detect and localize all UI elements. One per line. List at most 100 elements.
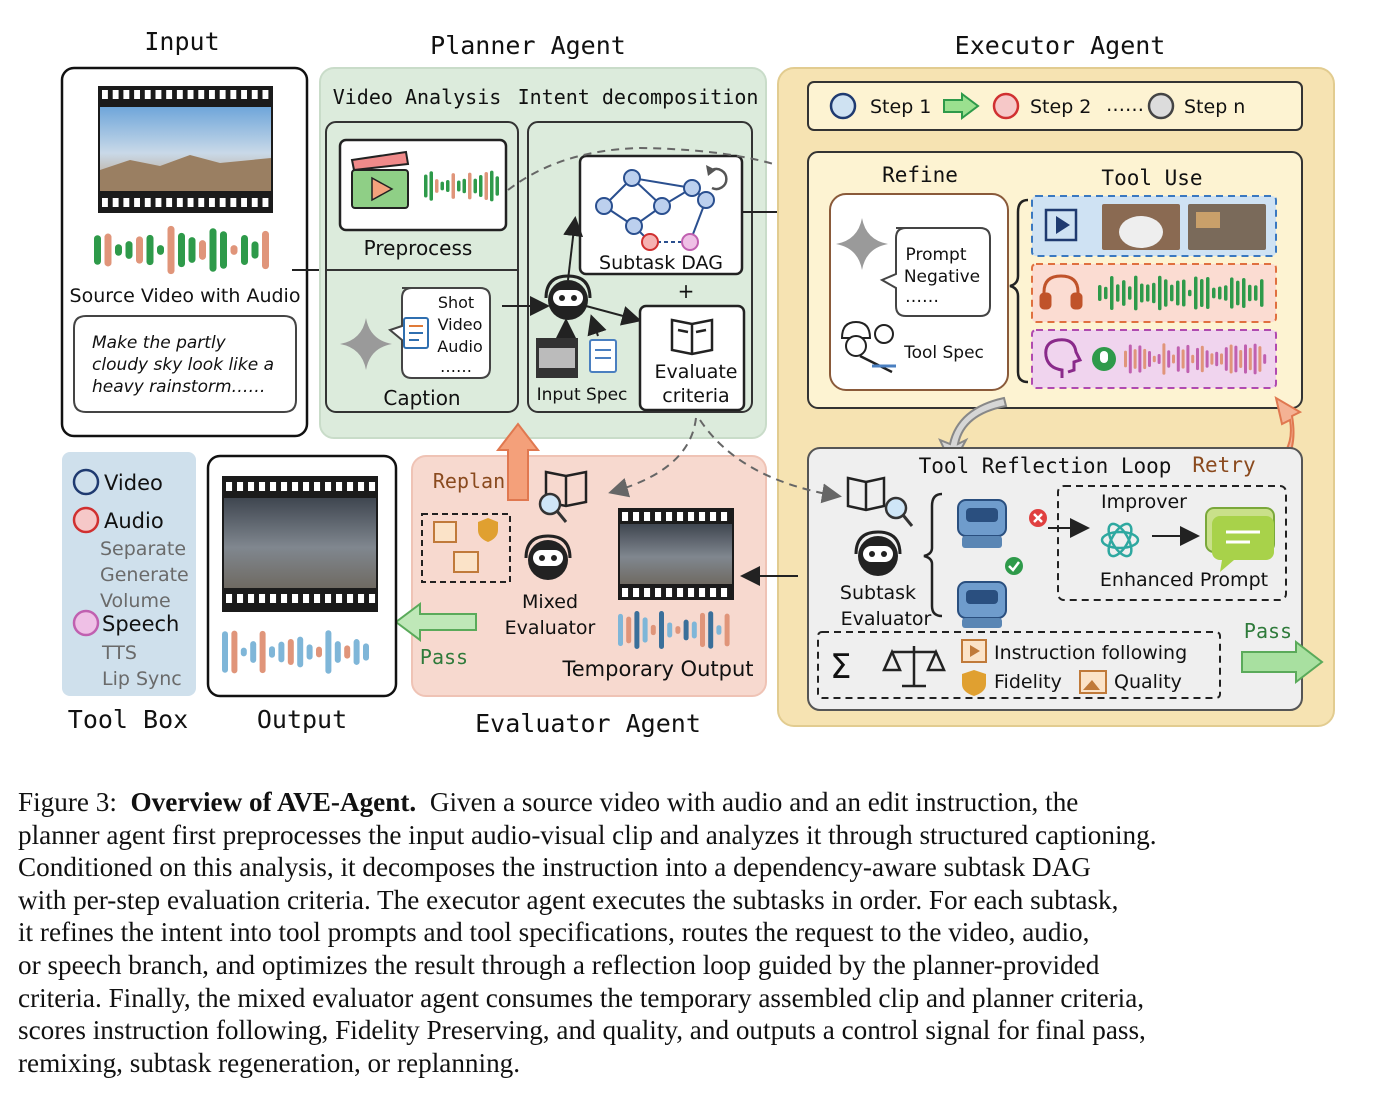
film-sprocket bbox=[198, 90, 205, 99]
temporary-output-thumbnail bbox=[618, 508, 734, 600]
film-sprocket bbox=[230, 90, 237, 99]
waveform-bar bbox=[618, 613, 623, 647]
robot-to-dag-arrow bbox=[563, 216, 584, 281]
waveform-bar bbox=[1239, 350, 1243, 368]
executor-pass-arrow bbox=[1241, 639, 1324, 685]
waveform-bar bbox=[316, 646, 322, 658]
film-sprocket bbox=[303, 594, 310, 603]
waveform-bar bbox=[1191, 354, 1195, 364]
waveform-bar bbox=[708, 611, 714, 649]
film-sprocket bbox=[292, 594, 299, 603]
sigma-symbol: Σ bbox=[830, 647, 851, 687]
video-analysis-box bbox=[325, 121, 519, 413]
waveform-bar bbox=[1134, 275, 1138, 311]
waveform-bar bbox=[1210, 353, 1214, 365]
waveform-bar bbox=[716, 625, 722, 635]
waveform-bar bbox=[484, 172, 488, 200]
film-sprocket bbox=[123, 90, 130, 99]
edit-instruction-bubble: Make the partly cloudy sky look like a h… bbox=[73, 315, 297, 413]
improver-label: Improver bbox=[1101, 491, 1187, 513]
film-sprocket bbox=[666, 512, 673, 521]
tool-use-title: Tool Use bbox=[1101, 166, 1202, 190]
caption-item-video: Video bbox=[438, 315, 483, 334]
toolbox-audio-label: Audio bbox=[104, 509, 164, 533]
waveform-bar bbox=[675, 626, 681, 634]
subtask-evaluator-robot-icon bbox=[854, 530, 902, 576]
waveform-bar bbox=[1218, 286, 1222, 300]
film-sprocket bbox=[112, 90, 119, 99]
waveform-bar bbox=[490, 170, 494, 202]
waveform-bar bbox=[297, 636, 304, 668]
waveform-bar bbox=[262, 230, 269, 270]
preprocess-label: Preprocess bbox=[364, 236, 473, 260]
film-sprocket bbox=[226, 594, 233, 603]
film-sprocket bbox=[270, 594, 277, 603]
film-sprocket bbox=[259, 482, 266, 491]
film-sprocket bbox=[155, 90, 162, 99]
film-sprocket bbox=[102, 198, 108, 207]
waveform-bar bbox=[457, 180, 461, 192]
caption-item-shot: Shot bbox=[438, 293, 474, 312]
caption-item-audio: Audio bbox=[437, 337, 482, 356]
film-sprocket bbox=[721, 588, 728, 597]
waveform-bar bbox=[325, 630, 332, 674]
quality-image-icon-mountain bbox=[1083, 680, 1100, 690]
tool-branch-brace bbox=[1009, 198, 1029, 384]
subtask-dag-label: Subtask DAG bbox=[599, 252, 723, 274]
evaluator-instruction-icon bbox=[433, 521, 457, 543]
waveform-bar bbox=[642, 617, 648, 643]
step-1-circle bbox=[829, 92, 857, 120]
waveform-bar bbox=[1104, 286, 1108, 300]
sparkle-icon bbox=[340, 318, 392, 370]
tool-spec-worker-icon bbox=[840, 320, 896, 374]
film-sprocket bbox=[292, 482, 299, 491]
figure-caption: Figure 3: Overview of AVE-Agent. Given a… bbox=[18, 786, 1382, 1079]
film-sprocket bbox=[187, 90, 194, 99]
waveform-bar bbox=[1196, 347, 1199, 371]
film-sprocket bbox=[155, 198, 162, 207]
film-sprocket bbox=[710, 588, 717, 597]
waveform-bar bbox=[178, 232, 185, 268]
waveform-bar bbox=[1206, 277, 1210, 309]
waveform-bar bbox=[1182, 279, 1186, 307]
preprocess-waveform bbox=[424, 170, 499, 202]
waveform-bar bbox=[146, 234, 154, 266]
waveform-bar bbox=[1205, 350, 1209, 368]
waveform-bar bbox=[1152, 282, 1156, 304]
waveform-bar bbox=[626, 616, 632, 644]
waveform-bar bbox=[1098, 285, 1102, 301]
film-sprocket bbox=[209, 90, 215, 99]
source-video-label: Source Video with Audio bbox=[70, 285, 301, 307]
waveform-bar bbox=[220, 231, 227, 269]
toolbox-speech-circle bbox=[72, 609, 100, 637]
replan-arrow bbox=[495, 422, 541, 501]
audio-tool-waveform bbox=[1098, 275, 1264, 311]
waveform-bar bbox=[440, 181, 444, 191]
waveform-bar bbox=[1254, 285, 1258, 301]
film-sprocket bbox=[347, 594, 354, 603]
fidelity-shield-icon bbox=[962, 670, 986, 696]
film-sprocket bbox=[187, 198, 194, 207]
waveform-bar bbox=[1110, 275, 1114, 311]
improver-box bbox=[1057, 485, 1287, 601]
film-sprocket bbox=[325, 594, 332, 603]
temporary-output-waveform bbox=[618, 611, 730, 649]
film-sprocket bbox=[262, 198, 269, 207]
film-sprocket bbox=[226, 482, 233, 491]
evaluator-title: Evaluator Agent bbox=[475, 709, 701, 738]
input-spec-film-icon bbox=[536, 338, 578, 378]
film-sprocket bbox=[198, 198, 205, 207]
waveform-bar bbox=[306, 644, 313, 660]
toolbox-audio-generate: Generate bbox=[100, 564, 189, 586]
toolbox-video-circle bbox=[72, 468, 100, 496]
toolbox-speech-tts: TTS bbox=[101, 642, 137, 664]
waveform-bar bbox=[1157, 353, 1161, 365]
ave-agent-overview-figure: Input Source Video with Audio Make the p… bbox=[60, 27, 1335, 738]
waveform-bar bbox=[724, 613, 730, 647]
film-sprocket bbox=[314, 482, 321, 491]
subtask-evaluator-book-icon bbox=[846, 476, 886, 512]
waveform-bar bbox=[650, 624, 656, 636]
waveform-bar bbox=[353, 639, 360, 665]
waveform-bar bbox=[479, 174, 483, 198]
waveform-bar bbox=[104, 233, 112, 267]
